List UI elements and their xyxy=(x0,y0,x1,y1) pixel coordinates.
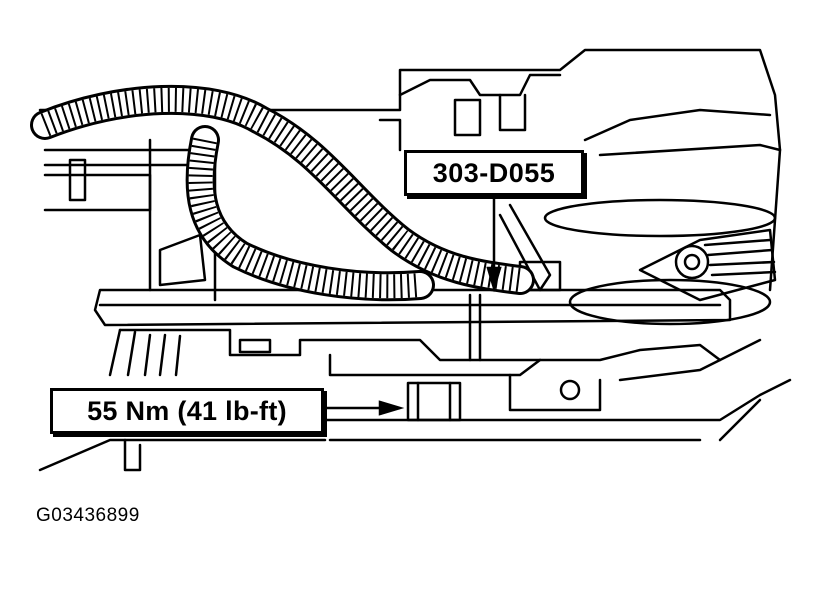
mount-bolt-head xyxy=(559,379,581,401)
pan-ellipse xyxy=(543,198,777,238)
wiring-harness xyxy=(30,84,535,302)
figure-id-label: G03436899 xyxy=(36,505,140,526)
torque-spec-callout: 55 Nm (41 lb-ft) xyxy=(50,388,324,434)
engine-block-outline xyxy=(38,48,782,292)
crossmember-bar xyxy=(93,288,732,327)
special-tool-callout: 303-D055 xyxy=(404,150,584,196)
torque-bolt xyxy=(406,381,462,422)
leader-arrows xyxy=(326,196,502,416)
